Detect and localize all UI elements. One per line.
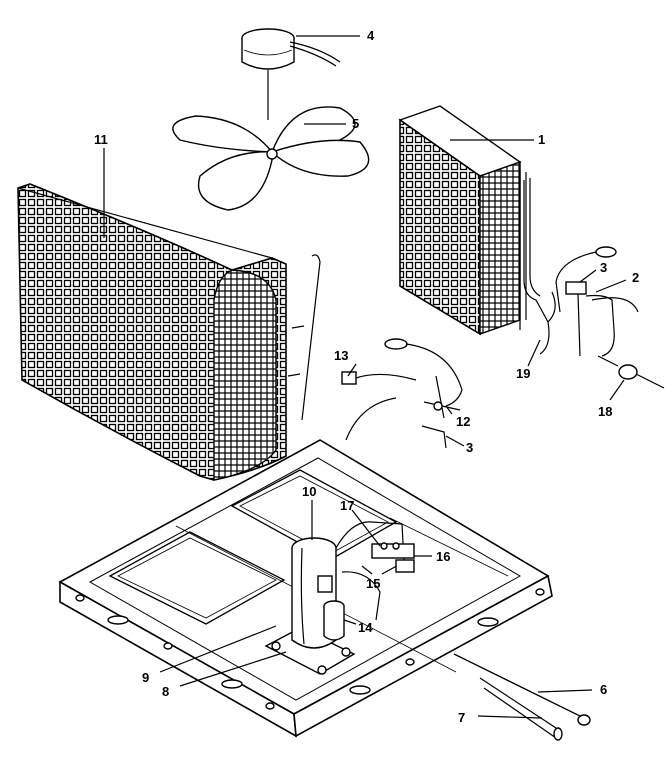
callout-17: 17 — [340, 498, 354, 513]
callout-19: 19 — [516, 366, 530, 381]
callout-1: 1 — [538, 132, 545, 147]
coil-assembly — [398, 105, 527, 336]
service-tubes — [453, 653, 591, 741]
callout-12: 12 — [456, 414, 470, 429]
callout-14: 14 — [358, 620, 373, 635]
callout-5: 5 — [352, 116, 359, 131]
fan-motor — [241, 28, 341, 120]
support-rod — [287, 254, 321, 421]
base-holes — [75, 588, 545, 710]
callout-16: 16 — [436, 549, 450, 564]
callout-6: 6 — [600, 682, 607, 697]
callout-4: 4 — [367, 28, 375, 43]
callout-8: 8 — [162, 684, 169, 699]
accumulator-and-controls — [323, 521, 415, 641]
compressor — [264, 537, 356, 675]
callout-7: 7 — [458, 710, 465, 725]
callout-3b: 3 — [466, 440, 473, 455]
callout-9: 9 — [142, 670, 149, 685]
callout-3a: 3 — [600, 260, 607, 275]
callout-11: 11 — [94, 132, 108, 147]
callout-13: 13 — [334, 348, 348, 363]
callout-10: 10 — [302, 484, 316, 499]
refrigerant-tubing — [523, 178, 556, 355]
callout-labels: 4 5 1 11 3 2 19 18 13 12 3 10 17 16 15 1… — [94, 28, 639, 725]
right-valve-group — [555, 246, 665, 389]
outdoor-coil — [17, 183, 287, 481]
callout-18: 18 — [598, 404, 612, 419]
fan-blade — [172, 106, 370, 211]
valve-group — [341, 338, 463, 449]
callout-2: 2 — [632, 270, 639, 285]
callout-15: 15 — [366, 576, 380, 591]
base-pan — [58, 439, 553, 738]
leader-lines — [103, 35, 627, 719]
